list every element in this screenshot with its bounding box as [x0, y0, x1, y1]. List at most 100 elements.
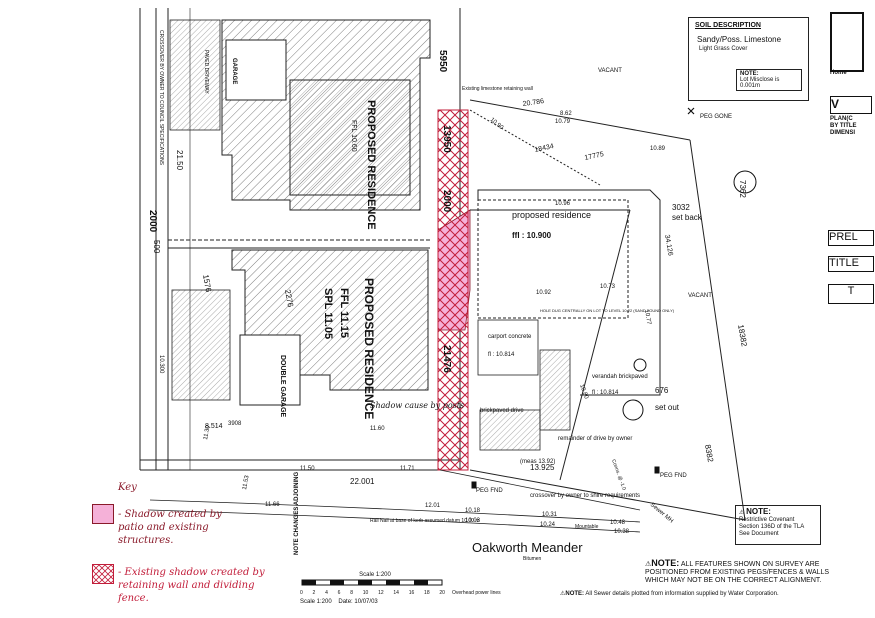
dim-20786: 20.786 [522, 98, 544, 108]
scale-tick: 14 [393, 590, 399, 596]
scale-tick: 6 [337, 590, 341, 596]
dim-13925: 13.925 [530, 463, 555, 472]
left-lot-boundary [139, 8, 461, 471]
side-panel-prel: PREL [828, 230, 874, 246]
dim-1153: 11.53 [242, 474, 251, 490]
covenant-note-title: NOTE: [746, 507, 771, 516]
dim-1576: 1576 [201, 274, 213, 294]
dim-1166: 11.66 [265, 502, 280, 508]
side-panel-plan-2: BY TITLE [830, 123, 857, 129]
dim-2150: 21.50 [175, 150, 184, 171]
dim-1171: 11.71 [400, 466, 415, 472]
dim-21476: 21476 [441, 345, 452, 373]
label-note-adjoining: NOTE CHANGES ADJOINING [294, 472, 300, 555]
label-conns: Conns. @ -1.0 [610, 459, 627, 492]
soil-description-line2: Light Grass Cover [699, 46, 748, 52]
proposed-residence-top [221, 19, 431, 211]
footer-note1-title: NOTE: [651, 558, 680, 568]
side-panel-v: V [830, 96, 872, 114]
dim-676: 676 [655, 386, 669, 395]
soil-description-line1: Sandy/Poss. Limestone [697, 35, 782, 44]
scale-footer: Scale 1:200 [300, 599, 332, 605]
key-swatch-patio-shadow [92, 504, 114, 524]
carport-area [477, 319, 571, 451]
footer-note2-title: NOTE: [565, 591, 585, 597]
soil-description-box: SOIL DESCRIPTION Sandy/Poss. Limestone L… [688, 17, 809, 101]
label-verandah-ffl: fl : 10.814 [592, 390, 619, 396]
covenant-line-3: See Document [739, 531, 779, 537]
label-verandah: verandah brickpaved [592, 374, 648, 380]
label-holding: HOLE DUG CENTRALLY ON LOT TO LEVEL 10.22… [540, 308, 675, 313]
label-peg-gone: PEG GONE [700, 114, 732, 120]
dim-17775: 17775 [584, 151, 605, 162]
key-item-patio-shadow: - Shadow created by patio and existing s… [118, 509, 222, 546]
scale-tick: 8 [350, 590, 353, 596]
label-peg-fnd-2: PEG FND [660, 473, 687, 479]
dim-2276: 2276 [283, 289, 295, 309]
dim-1092: 10.92 [536, 290, 552, 296]
label-setback: set back [672, 213, 703, 222]
dim-1079: 10.79 [555, 119, 571, 125]
scale-tick: 10 [362, 590, 369, 596]
dim-3908: 3908 [228, 421, 242, 427]
dim-13950: 13950 [441, 125, 452, 153]
covenant-line-2: Section 136D of the TLA [739, 524, 805, 530]
dim-500: 500 [152, 240, 161, 254]
scale-ticks: 0 2 4 6 8 10 12 14 16 18 20 [300, 590, 445, 596]
label-mountable: Mountable [575, 524, 599, 530]
dim-1077: 10.77 [643, 309, 652, 325]
existing-shadow-strip [437, 109, 469, 471]
street-kerb [149, 469, 641, 533]
restrictive-covenant-note: ⚠ NOTE: Restrictive Covenant Section 136… [735, 505, 821, 545]
misclose-note-title: NOTE: [740, 71, 759, 77]
footer-note-features: ⚠NOTE: ALL FEATURES SHOWN ON SURVEY ARE … [645, 559, 830, 585]
peg-markers [471, 107, 757, 489]
dim-2000a: 2000 [441, 190, 452, 213]
side-panel-plan-1: PLAN(C [830, 116, 853, 122]
scale-bar-graphic [301, 579, 443, 586]
label-sewer: Sewer MH [649, 502, 674, 525]
side-panel-t: T [828, 284, 874, 304]
label-carport-ffl: fl : 10.814 [488, 352, 515, 358]
label-proposed-residence-top: PROPOSED RESIDENCE [365, 100, 377, 230]
dimension-labels: 20.786 18434 17775 5950 13950 2000 2000 … [147, 50, 749, 535]
scale-tick: 16 [408, 590, 415, 596]
street-surface: Bitumen [523, 556, 542, 562]
scale-label: Scale 1:200 [359, 572, 391, 578]
dim-1024: 10.24 [540, 522, 556, 528]
label-carport: carport concrete [488, 334, 532, 340]
title-block-panel: Home V PLAN(C BY TITLE DIMENSI PREL TITL… [828, 8, 875, 308]
warning-icon: ⚠ [739, 510, 745, 516]
label-proposed-residence-right: proposed residence [512, 210, 591, 220]
dim-1018: 10.18 [465, 508, 481, 514]
dim-34126: 34.126 [663, 234, 674, 256]
dim-1090: 10.90 [489, 117, 505, 132]
scale-bar: Scale 1:200 0 2 4 6 8 10 12 14 16 18 20 … [300, 572, 450, 605]
label-ffl-right: ffl : 10.900 [512, 231, 552, 240]
scale-tick: 20 [439, 590, 445, 596]
left-driveway [169, 8, 231, 470]
side-panel-plan: PLAN(C BY TITLE DIMENSI [830, 116, 857, 137]
dim-1080: 10.80 [578, 384, 589, 401]
dim-10300: 10.300 [158, 355, 164, 374]
scale-tick: 18 [424, 590, 430, 596]
label-vacant-right: VACANT [688, 293, 712, 299]
label-garage: GARAGE [231, 58, 237, 84]
label-paved-driveway: PAVED DRIVEWAY [203, 50, 209, 94]
side-panel-plan-3: DIMENSI [830, 130, 856, 136]
footer-note2-text: All Sewer details plotted from informati… [585, 591, 779, 597]
street-name: Oakworth Meander [472, 540, 583, 555]
dim-22001: 22.001 [350, 477, 375, 486]
label-shadow-note: Shadow cause by posts [370, 401, 464, 410]
dim-1073: 10.73 [600, 284, 616, 290]
dim-1031: 10.31 [542, 512, 558, 518]
footer-note1-text: ALL FEATURES SHOWN ON SURVEY ARE POSITIO… [645, 561, 830, 584]
warning-icon: ⚠ [645, 561, 652, 568]
key-swatch-existing-shadow [92, 564, 114, 584]
dim-1130: 11.30 [203, 424, 212, 440]
dim-1048: 10.48 [610, 520, 626, 526]
label-brickpaved: brickpaved drive [480, 408, 524, 414]
overhead-power-legend: Overhead power lines [452, 590, 501, 596]
misclose-note: NOTE: Lot Misclose is 0.001m [736, 69, 802, 91]
